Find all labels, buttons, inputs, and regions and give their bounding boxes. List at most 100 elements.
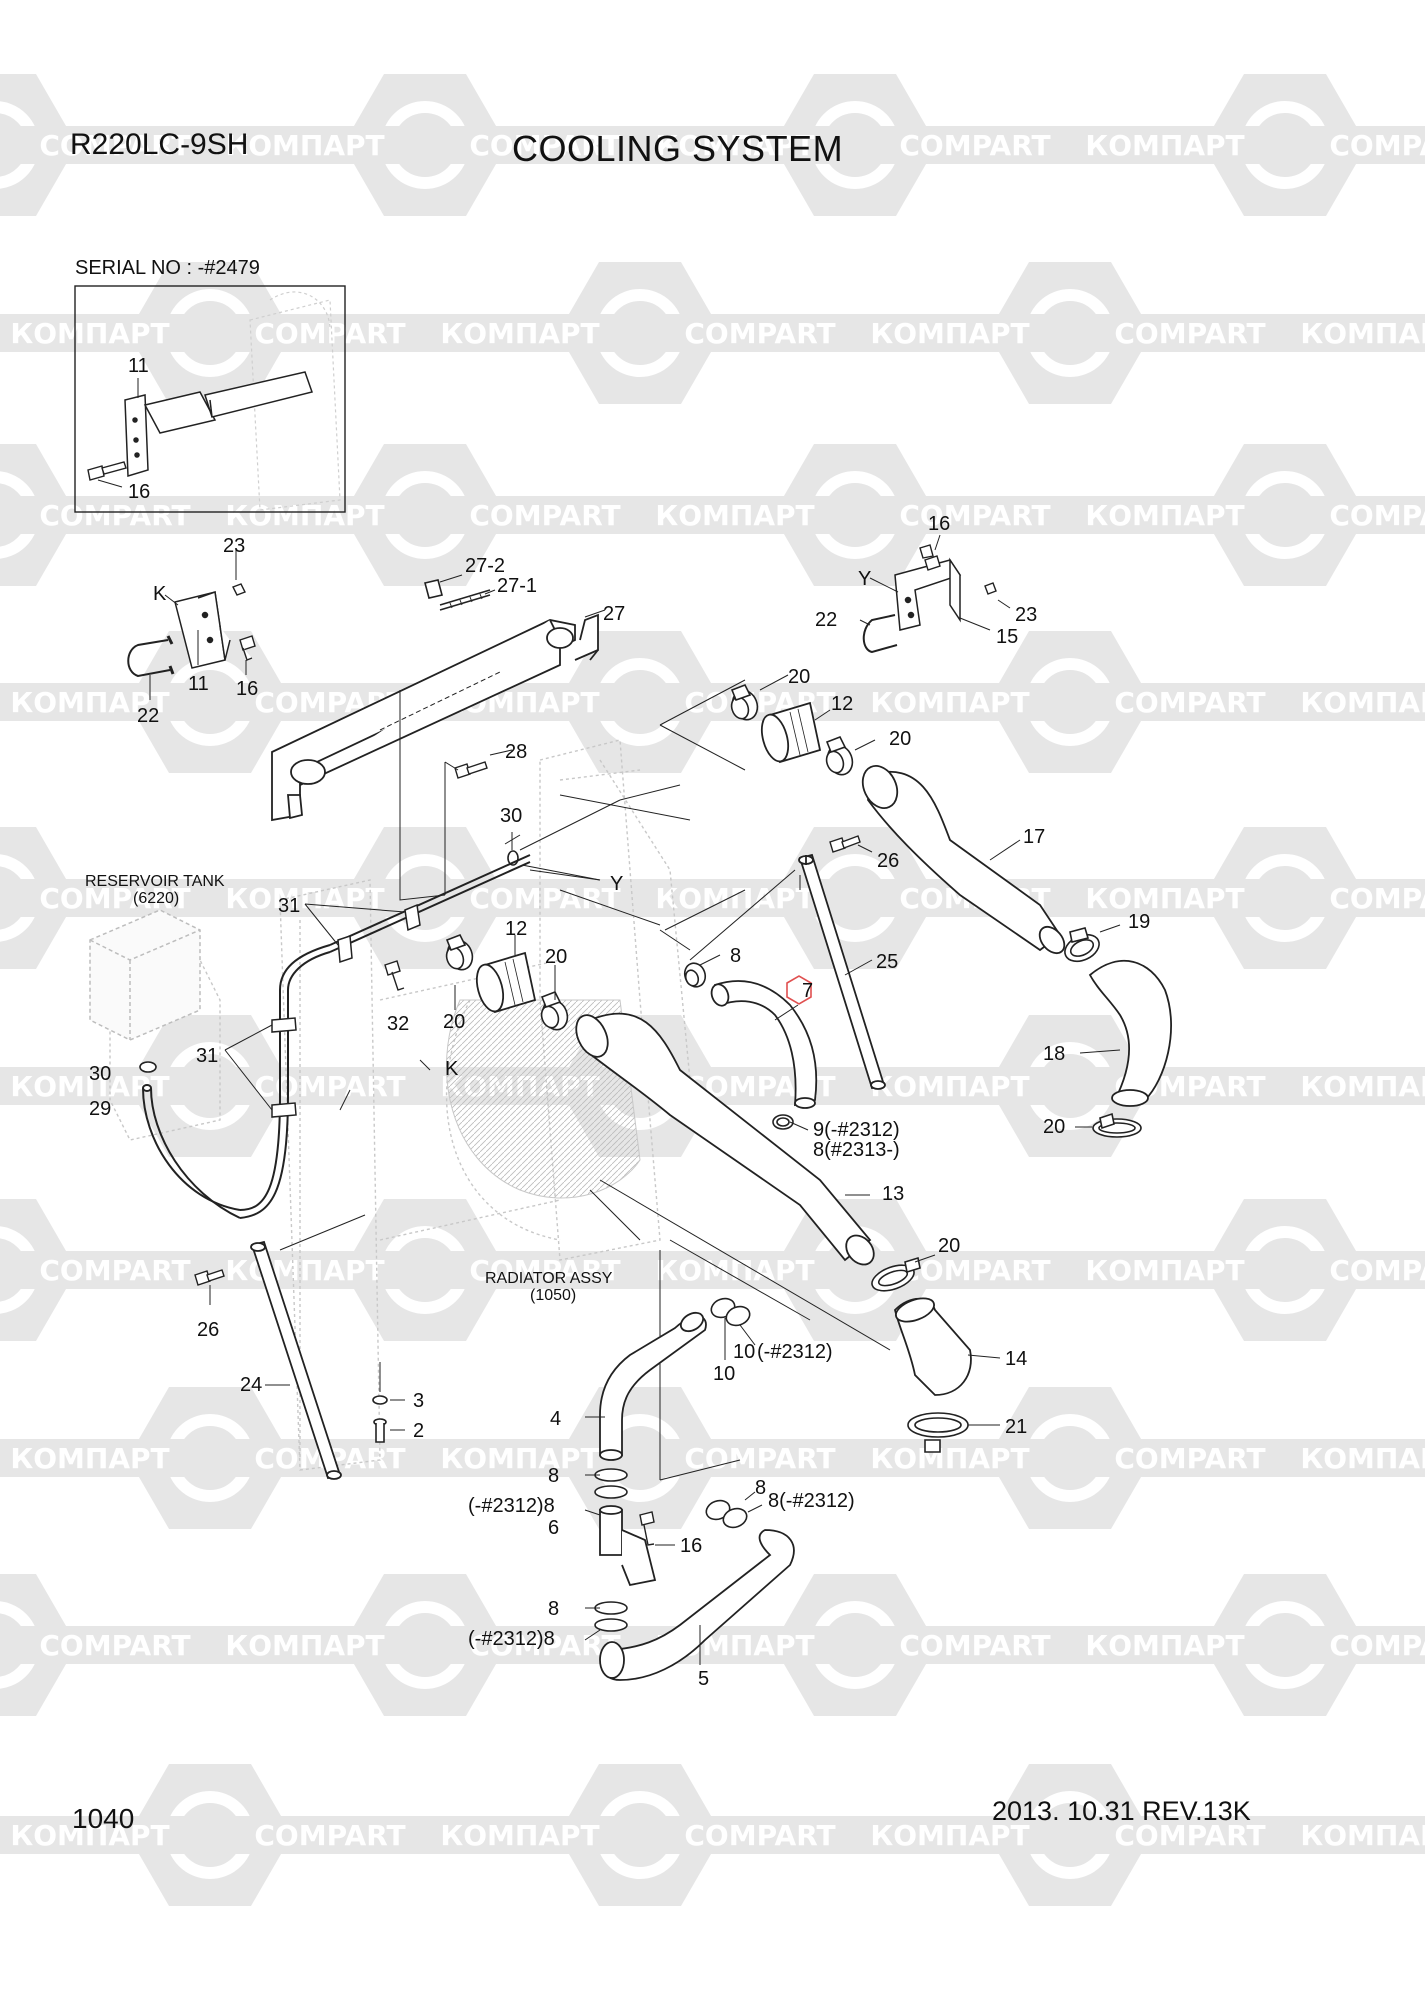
hose-12-upper — [760, 701, 822, 764]
watermark-text-en: COMPART — [684, 1819, 835, 1852]
callout: 22 — [137, 705, 159, 727]
callout: 8 — [548, 1598, 559, 1620]
callout: 3 — [413, 1390, 424, 1412]
radiator-assy-label: RADIATOR ASSY — [485, 1270, 613, 1287]
leaders-30 — [511, 832, 601, 881]
bolt-32 — [384, 960, 405, 991]
callout: 25 — [876, 951, 898, 973]
callout: 10 — [733, 1341, 755, 1363]
watermark-text-en: COMPART — [1114, 1442, 1265, 1475]
hose-5 — [599, 1529, 795, 1681]
watermark-text-ru: КОМПАРТ — [1300, 1819, 1425, 1852]
watermark-text-en: COMPART — [39, 1629, 190, 1662]
callout: K — [445, 1058, 459, 1080]
watermark-text-ru: КОМПАРТ — [225, 1629, 384, 1662]
callout: 20 — [788, 666, 810, 688]
bolt-28 — [454, 761, 488, 779]
bolt-16-lower — [639, 1511, 655, 1546]
callout: 20 — [1043, 1116, 1065, 1138]
callout: Y — [610, 873, 623, 895]
watermark-text-ru: КОМПАРТ — [1085, 1629, 1244, 1662]
hose-4 — [599, 1311, 707, 1461]
leaders-20ab — [759, 674, 876, 751]
callout: 5 — [698, 1668, 709, 1690]
callout: 14 — [1005, 1348, 1027, 1370]
watermark-text-en: COMPART — [899, 1254, 1050, 1287]
rod-25 — [798, 853, 886, 1090]
callout: 32 — [387, 1013, 409, 1035]
callout: 30 — [500, 805, 522, 827]
bracket-15-y — [894, 557, 962, 631]
reservoir-tank-ghost — [89, 909, 201, 1041]
callout: 15 — [996, 626, 1018, 648]
u-bolt-22-right — [862, 614, 898, 654]
watermark-text-ru: КОМПАРТ — [870, 686, 1029, 719]
watermark-text-ru: КОМПАРТ — [1085, 499, 1244, 532]
watermark-text-en: COMPART — [39, 882, 190, 915]
bracket-11-serial — [124, 371, 313, 477]
clamps-8-lower — [594, 1601, 628, 1632]
callout: (-#2312) — [757, 1341, 833, 1363]
callout: 7 — [802, 980, 813, 1002]
watermark-text-en: COMPART — [39, 499, 190, 532]
grommet-30-lower — [139, 1061, 157, 1073]
reservoir-tank-label: RESERVOIR TANK — [85, 873, 225, 890]
callout: 8(-#2312) — [768, 1490, 855, 1512]
radiator-assy-ref: (1050) — [530, 1287, 576, 1304]
watermark-text-ru: КОМПАРТ — [225, 129, 384, 162]
watermark-text-ru: КОМПАРТ — [655, 882, 814, 915]
watermark-text-en: COMPART — [39, 1254, 190, 1287]
bolt-26-lower — [194, 1269, 225, 1286]
bolt-2 — [373, 1418, 387, 1443]
callout: 13 — [882, 1183, 904, 1205]
watermark-text-en: COMPART — [1114, 686, 1265, 719]
watermark-tile: КОМПАРТ COMPART — [210, 826, 640, 970]
page-title: COOLING SYSTEM — [512, 128, 844, 169]
hose-12-lower — [475, 951, 537, 1014]
leaders-12-20 — [454, 935, 556, 1010]
callout-16-serial: 16 — [128, 481, 150, 503]
callout: 29 — [89, 1098, 111, 1120]
marker-7 — [786, 975, 812, 1005]
watermark-text-en: COMPART — [254, 317, 405, 350]
callout: (-#2312)8 — [468, 1628, 555, 1650]
watermark-text-ru: КОМПАРТ — [870, 1442, 1029, 1475]
top-bracket-27 — [271, 613, 599, 822]
hose-13 — [575, 1012, 875, 1266]
watermark-text-en: COMPART — [684, 317, 835, 350]
callout: 31 — [278, 895, 300, 917]
watermark-text-en: COMPART — [1329, 1254, 1425, 1287]
watermark-text-en: COMPART — [899, 129, 1050, 162]
callout: 17 — [1023, 826, 1045, 848]
serial-box — [74, 285, 346, 513]
callout: 26 — [197, 1319, 219, 1341]
nut-23-left — [232, 583, 246, 596]
callout: 4 — [550, 1408, 561, 1430]
watermark-text-ru: КОМПАРТ — [225, 882, 384, 915]
watermark-text-en: COMPART — [469, 882, 620, 915]
watermark-text-en: COMPART — [899, 1629, 1050, 1662]
clamp-10 — [710, 1297, 751, 1327]
reservoir-tank-ref: (6220) — [133, 890, 179, 907]
hose-29 — [142, 1084, 241, 1219]
callout: 24 — [240, 1374, 262, 1396]
callout: 8 — [548, 1465, 559, 1487]
callout: 20 — [938, 1235, 960, 1257]
callout: 27-2 — [465, 555, 505, 577]
callout: 23 — [1015, 604, 1037, 626]
bolt-16-left — [239, 635, 256, 661]
leaders-y — [859, 534, 1011, 631]
watermark-text-en: COMPART — [684, 1442, 835, 1475]
